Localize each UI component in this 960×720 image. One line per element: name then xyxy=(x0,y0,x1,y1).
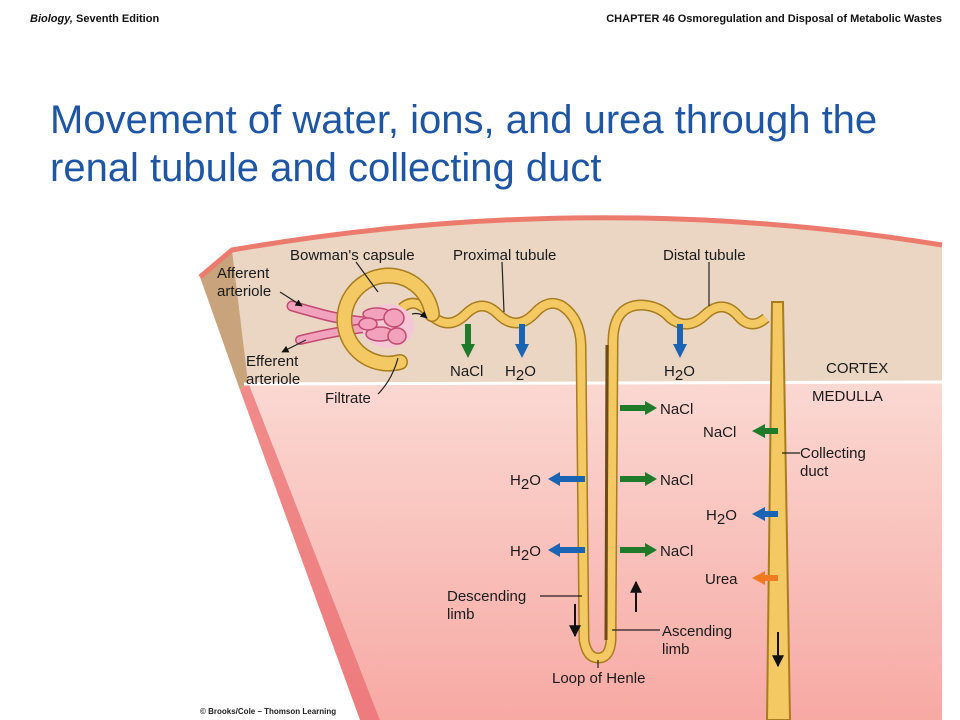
efferent-leader-line xyxy=(281,339,307,353)
slide-title-line-2: renal tubule and collecting duct xyxy=(50,146,602,190)
h2o-sub: 2 xyxy=(675,367,683,384)
h2o-label-distal: H2O xyxy=(664,363,695,384)
glomerulus xyxy=(358,307,407,345)
bowmans-capsule-label: Bowman's capsule xyxy=(290,247,415,264)
nacl-out-collecting-arrow xyxy=(752,424,778,438)
kidney-side-cortex xyxy=(200,250,248,390)
urea-out-collecting-arrow xyxy=(752,571,778,585)
urea-label: Urea xyxy=(705,571,738,588)
filtrate-label: Filtrate xyxy=(325,390,371,407)
proximal-tubule-label: Proximal tubule xyxy=(453,247,556,264)
afferent-label-line-2: arteriole xyxy=(217,283,271,300)
book-title: Biology, xyxy=(30,13,73,25)
book-header: Biology, Seventh Edition xyxy=(30,13,159,25)
h2o-h: H xyxy=(505,363,516,380)
afferent-label-line-1: Afferent xyxy=(217,265,270,282)
afferent-leader-line xyxy=(279,291,303,307)
proximal-leader-line xyxy=(501,261,505,313)
collecting-duct-label-line-1: Collecting xyxy=(800,445,866,462)
slide-title-line-1: Movement of water, ions, and urea throug… xyxy=(50,98,878,142)
descending-limb-label-line-2: limb xyxy=(447,606,475,623)
water-out-collecting-arrow xyxy=(752,507,778,521)
h2o-label-descending-2: H2O xyxy=(510,543,541,564)
h2o-sub: 2 xyxy=(717,511,725,528)
kidney-side-medulla xyxy=(240,382,380,720)
h2o-label-descending-1: H2O xyxy=(510,472,541,493)
h2o-o: O xyxy=(683,363,695,380)
h2o-sub: 2 xyxy=(521,476,529,493)
cortex-label: CORTEX xyxy=(826,360,888,377)
ascending-limb-label-line-1: Ascending xyxy=(662,623,732,640)
distal-tubule-label: Distal tubule xyxy=(663,247,746,264)
h2o-sub: 2 xyxy=(521,547,529,564)
h2o-label-proximal: H2O xyxy=(505,363,536,384)
afferent-arteriole xyxy=(286,300,371,328)
water-out-distal-arrow xyxy=(673,324,687,358)
tubule-lumen xyxy=(399,299,769,662)
loop-of-henle-label: Loop of Henle xyxy=(552,670,645,687)
h2o-o: O xyxy=(529,472,541,489)
filtrate-leader-line xyxy=(377,357,399,395)
cortex-medulla-boundary xyxy=(243,380,943,386)
ascending-limb-thick-wall xyxy=(604,344,609,641)
nacl-label-collecting: NaCl xyxy=(703,424,736,441)
descending-limb-label-line-1: Descending xyxy=(447,588,526,605)
copyright-credit: © Brooks/Cole – Thomson Learning xyxy=(200,707,337,716)
h2o-o: O xyxy=(524,363,536,380)
nacl-label-proximal: NaCl xyxy=(450,363,483,380)
bowmans-leader-line xyxy=(355,261,379,293)
h2o-o: O xyxy=(529,543,541,560)
water-out-proximal-arrow xyxy=(515,324,529,358)
h2o-h: H xyxy=(510,472,521,489)
h2o-sub: 2 xyxy=(516,367,524,384)
book-edition: Seventh Edition xyxy=(72,13,160,25)
efferent-arteriole xyxy=(295,323,370,345)
slide-title: Movement of water, ions, and urea throug… xyxy=(50,96,950,192)
nacl-label-ascending-2: NaCl xyxy=(660,472,693,489)
ascending-limb-label-line-2: limb xyxy=(662,641,690,658)
chapter-header: CHAPTER 46 Osmoregulation and Disposal o… xyxy=(606,13,942,25)
water-out-descending-arrow-1 xyxy=(548,472,585,486)
h2o-label-collecting: H2O xyxy=(706,507,737,528)
nacl-out-proximal-arrow xyxy=(461,324,475,358)
nacl-label-ascending-1: NaCl xyxy=(660,401,693,418)
nacl-label-ascending-3: NaCl xyxy=(660,543,693,560)
medulla-label: MEDULLA xyxy=(812,388,883,405)
h2o-h: H xyxy=(510,543,521,560)
h2o-h: H xyxy=(664,363,675,380)
collecting-duct-label-line-2: duct xyxy=(800,463,829,480)
h2o-h: H xyxy=(706,507,717,524)
h2o-o: O xyxy=(725,507,737,524)
nacl-out-ascending-arrow-1 xyxy=(620,401,657,415)
efferent-label-line-1: Efferent xyxy=(246,353,299,370)
kidney-surface-edge xyxy=(198,215,943,279)
filtrate-flow-arrow xyxy=(411,311,428,319)
cortex-region xyxy=(232,217,942,382)
water-out-descending-arrow-2 xyxy=(548,543,585,557)
efferent-label-line-2: arteriole xyxy=(246,371,300,388)
nacl-out-ascending-arrow-2 xyxy=(620,472,657,486)
nacl-out-ascending-arrow-3 xyxy=(620,543,657,557)
